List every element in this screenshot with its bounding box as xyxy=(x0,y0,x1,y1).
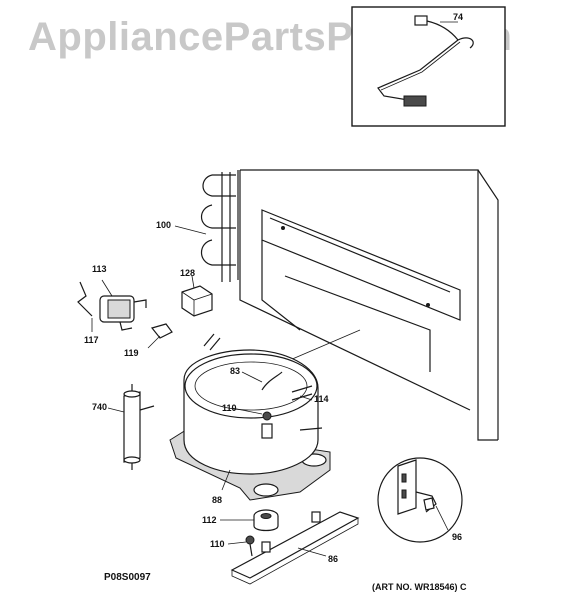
cabinet-outline xyxy=(239,169,499,441)
callout-96: 96 xyxy=(452,532,462,542)
capacitor-128: 128 xyxy=(180,268,213,317)
callout-112: 112 xyxy=(202,515,217,525)
callout-114: 114 xyxy=(314,394,329,404)
callout-119: 119 xyxy=(124,348,139,358)
callout-100: 100 xyxy=(156,220,171,230)
diagram-code: P08S0097 xyxy=(104,572,151,583)
terminal-119: 119 xyxy=(124,323,173,358)
callout-74: 74 xyxy=(453,12,463,22)
callout-110-top: 110 xyxy=(222,403,237,413)
condenser-coil-100: 100 xyxy=(156,170,239,282)
callout-113: 113 xyxy=(92,264,107,274)
callout-110-bottom: 110 xyxy=(210,539,225,549)
callout-83: 83 xyxy=(230,366,240,376)
callout-117: 117 xyxy=(84,335,99,345)
inset-harness-74: 74 xyxy=(351,6,506,127)
compressor-88: 83 110 114 88 xyxy=(169,333,331,505)
grommet-112: 112 xyxy=(202,509,279,532)
outlet-detail-96: 96 xyxy=(377,457,463,543)
art-number: (ART NO. WR18546) C xyxy=(372,582,467,592)
callout-86: 86 xyxy=(328,554,338,564)
callout-128: 128 xyxy=(180,268,195,278)
wire-clip-117: 117 xyxy=(77,281,99,345)
mounting-bracket-86: 86 xyxy=(230,511,360,585)
callout-88: 88 xyxy=(212,495,222,505)
screw-110: 110 xyxy=(210,535,255,557)
relay-113: 113 xyxy=(92,264,147,331)
dryer-740: 740 xyxy=(92,384,155,470)
callout-740: 740 xyxy=(92,402,107,412)
